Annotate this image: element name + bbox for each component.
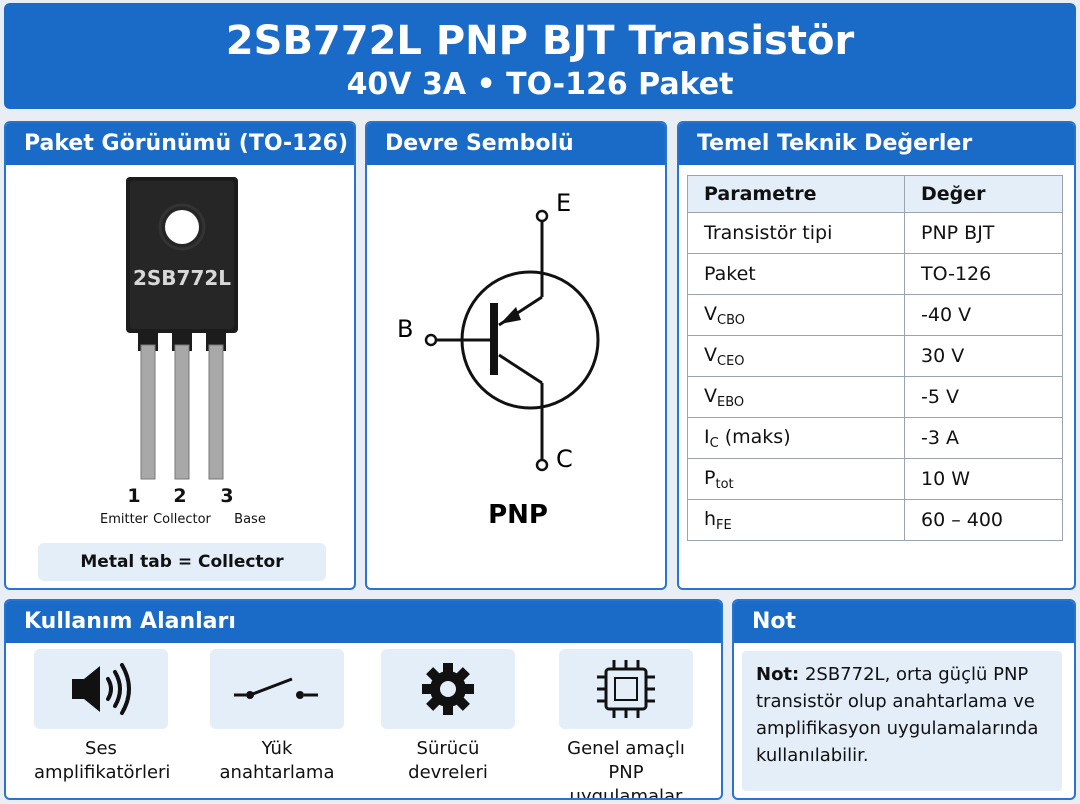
table-row: VEBO -5 V [687,376,1063,418]
param-cell: VCEO [687,335,905,377]
chip-icon [597,660,655,718]
table-row: Transistör tipi PNP BJT [687,212,1063,254]
to126-package-illustration: 2SB772L [126,177,238,480]
table-row: VCEO 30 V [687,335,1063,377]
metal-tab-note: Metal tab = Collector [38,543,326,581]
usage-icon-box [559,649,693,729]
page-title: 2SB772L PNP BJT Transistör [225,18,855,64]
param-cell: Ptot [687,458,905,500]
symbol-panel: Devre Sembolü E B C PNP [365,121,667,590]
symbol-panel-title: Devre Sembolü [367,123,665,165]
package-marking: 2SB772L [133,266,231,290]
column-header-parameter: Parametre [687,175,905,213]
param-cell: Paket [687,253,905,295]
param-cell: VEBO [687,376,905,418]
package-panel: Paket Görünümü (TO-126) 2SB772L 1 2 3 Em… [4,121,356,590]
value-cell: -5 V [904,376,1063,418]
value-cell: PNP BJT [904,212,1063,254]
symbol-type-label: PNP [488,500,548,530]
usage-panel-title: Kullanım Alanları [6,601,721,643]
param-cell: IC (maks) [687,417,905,459]
switch-icon [234,677,318,699]
column-header-value: Değer [904,175,1063,213]
spec-table: Parametre Değer Transistör tipi PNP BJT … [687,175,1063,541]
pin-3-name: Base [234,512,266,527]
value-cell: -3 A [904,417,1063,459]
table-row: IC (maks) -3 A [687,417,1063,459]
table-row: hFE 60 – 400 [687,499,1063,541]
value-cell: TO-126 [904,253,1063,295]
param-cell: Transistör tipi [687,212,905,254]
note-panel: Not Not: 2SB772L, orta güçlü PNP transis… [732,599,1076,800]
table-row: Paket TO-126 [687,253,1063,295]
usage-icon-box [34,649,168,729]
pnp-symbol-diagram: E B C PNP [397,189,600,530]
spec-table-header: Parametre Değer [687,175,1063,213]
pin-1-number: 1 [127,485,141,507]
table-row: Ptot 10 W [687,458,1063,500]
param-cell: VCBO [687,294,905,336]
pin-1-name: Emitter [99,512,149,527]
page-subtitle: 40V 3A • TO-126 Paket [346,67,734,102]
base-label: B [397,315,413,343]
pin-2-name: Collector [153,512,211,527]
package-panel-title: Paket Görünümü (TO-126) [6,123,354,165]
usage-icon-box [381,649,515,729]
param-cell: hFE [687,499,905,541]
value-cell: 10 W [904,458,1063,500]
note-text: Not: 2SB772L, orta güçlü PNP transistör … [742,651,1062,791]
note-panel-title: Not [734,601,1074,643]
gear-icon [422,663,474,715]
table-row: VCBO -40 V [687,294,1063,336]
value-cell: 60 – 400 [904,499,1063,541]
header-banner: 2SB772L PNP BJT Transistör 40V 3A • TO-1… [4,3,1076,109]
pin-3-number: 3 [220,485,234,507]
value-cell: -40 V [904,294,1063,336]
speaker-icon [72,663,131,715]
pin-2-number: 2 [173,485,187,507]
specs-panel-title: Temel Teknik Değerler [679,123,1074,165]
usage-icon-box [210,649,344,729]
value-cell: 30 V [904,335,1063,377]
emitter-label: E [556,189,571,217]
specs-panel: Temel Teknik Değerler Parametre Değer Tr… [677,121,1076,590]
collector-label: C [556,445,573,473]
